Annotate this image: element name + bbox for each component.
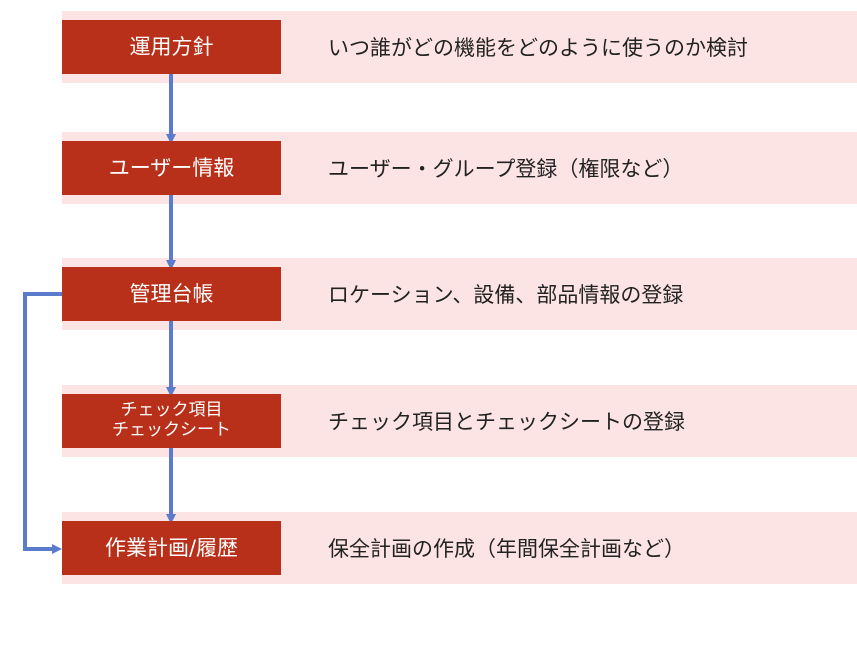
step-work-plan-history: 作業計画/履歴 — [62, 521, 281, 575]
step-label: 作業計画/履歴 — [104, 535, 239, 560]
step-label: 運用方針 — [129, 34, 214, 59]
step-description-5: 保全計画の作成（年間保全計画など） — [328, 537, 685, 561]
step-description-4: チェック項目とチェックシートの登録 — [328, 410, 685, 434]
step-label-line1: チェック項目 — [120, 400, 223, 421]
step-user-info: ユーザー情報 — [62, 141, 281, 195]
step-operation-policy: 運用方針 — [62, 20, 281, 74]
step-description-3: ロケーション、設備、部品情報の登録 — [328, 283, 684, 307]
step-label: ユーザー情報 — [108, 155, 235, 180]
step-management-ledger: 管理台帳 — [62, 267, 281, 321]
step-description-1: いつ誰がどの機能をどのように使うのか検討 — [328, 36, 748, 60]
step-description-2: ユーザー・グループ登録（権限など） — [328, 157, 684, 181]
step-label: 管理台帳 — [129, 281, 214, 306]
step-check-items: チェック項目 チェックシート — [62, 394, 281, 448]
step-label-line2: チェックシート — [112, 420, 231, 440]
arrow-step3-to-step5-bypass — [23, 292, 62, 554]
